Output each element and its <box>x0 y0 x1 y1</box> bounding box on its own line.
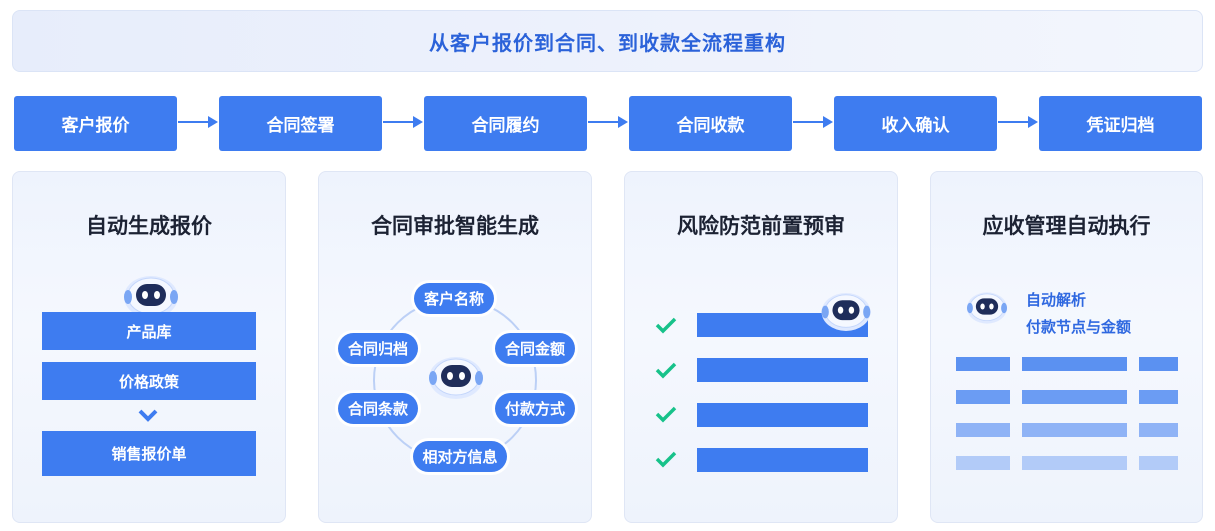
arrow-right-icon <box>588 116 628 128</box>
table-cell <box>1139 423 1178 437</box>
card-title: 自动生成报价 <box>86 214 212 238</box>
pill-payment-method: 付款方式 <box>495 393 575 424</box>
step-contract-signing: 合同签署 <box>219 96 382 151</box>
card-ar-execution: 应收管理自动执行 <box>930 171 1203 523</box>
robot-icon <box>429 357 483 399</box>
sales-quote-block: 销售报价单 <box>42 431 256 476</box>
chevron-down-icon <box>138 409 158 422</box>
table-cell <box>1022 390 1127 404</box>
robot-icon <box>966 292 1008 324</box>
arrow-right-icon <box>793 116 833 128</box>
table-cell <box>1139 456 1178 470</box>
check-icon <box>655 451 677 468</box>
table-cell <box>1139 390 1178 404</box>
step-voucher-archive: 凭证归档 <box>1039 96 1202 151</box>
arrow-right-icon <box>383 116 423 128</box>
robot-icon <box>821 293 871 331</box>
check-icon <box>655 362 677 379</box>
pill-contract-amount: 合同金额 <box>495 333 575 364</box>
step-contract-fulfillment: 合同履约 <box>424 96 587 151</box>
ar-label-line-2: 付款节点与金额 <box>1026 318 1132 336</box>
page-banner: 从客户报价到合同、到收款全流程重构 <box>12 10 1203 72</box>
check-icon <box>655 406 677 423</box>
card-title: 风险防范前置预审 <box>677 214 845 238</box>
table-cell <box>956 456 1010 470</box>
pill-contract-terms: 合同条款 <box>338 393 418 424</box>
review-bar <box>697 358 868 382</box>
pill-counterparty-info: 相对方信息 <box>413 441 507 472</box>
arrow-right-icon <box>178 116 218 128</box>
table-cell <box>1022 357 1127 371</box>
pill-contract-archive: 合同归档 <box>338 333 418 364</box>
review-bar <box>697 403 868 427</box>
banner-title: 从客户报价到合同、到收款全流程重构 <box>429 30 786 55</box>
check-icon <box>655 317 677 334</box>
product-library-block: 产品库 <box>42 312 256 350</box>
table-cell <box>1139 357 1178 371</box>
arrow-right-icon <box>998 116 1038 128</box>
step-contract-collection: 合同收款 <box>629 96 792 151</box>
card-title: 合同审批智能生成 <box>371 214 539 238</box>
step-customer-quote: 客户报价 <box>14 96 177 151</box>
table-cell <box>1022 456 1127 470</box>
table-cell <box>1022 423 1127 437</box>
table-cell <box>956 357 1010 371</box>
table-cell <box>956 390 1010 404</box>
ar-label-line-1: 自动解析 <box>1026 291 1087 309</box>
card-title: 应收管理自动执行 <box>982 214 1151 238</box>
price-policy-block: 价格政策 <box>42 362 256 400</box>
pill-customer-name: 客户名称 <box>414 283 494 314</box>
robot-icon <box>124 276 178 318</box>
table-cell <box>956 423 1010 437</box>
step-revenue-recognition: 收入确认 <box>834 96 997 151</box>
review-bar <box>697 448 868 472</box>
